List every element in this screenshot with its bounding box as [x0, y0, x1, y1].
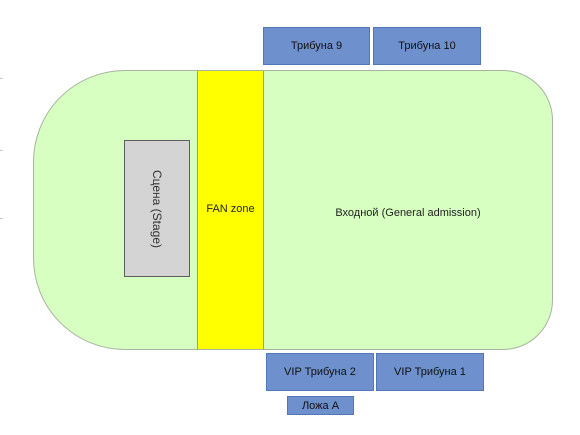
vip-stand-2[interactable]: VIP Трибуна 2 — [266, 353, 374, 391]
fan-zone-label: FAN zone — [206, 203, 255, 215]
vip-stand-1-label: VIP Трибуна 1 — [394, 366, 466, 378]
general-admission-label: Входной (General admission) — [335, 207, 481, 219]
general-admission-zone[interactable]: Входной (General admission) — [264, 207, 552, 219]
box-a[interactable]: Ложа A — [287, 396, 354, 415]
edge-tick — [0, 150, 3, 151]
stand-10[interactable]: Трибуна 10 — [373, 27, 481, 65]
stand-10-label: Трибуна 10 — [398, 40, 456, 52]
arena-floor: Сцена (Stage) FAN zone Входной (General … — [33, 70, 553, 350]
vip-stand-2-label: VIP Трибуна 2 — [284, 366, 356, 378]
box-a-label: Ложа A — [301, 399, 340, 412]
fan-zone[interactable]: FAN zone — [197, 71, 264, 349]
stage[interactable]: Сцена (Stage) — [124, 140, 190, 277]
stage-label: Сцена (Stage) — [150, 169, 164, 248]
edge-tick — [0, 78, 3, 79]
vip-stand-1[interactable]: VIP Трибуна 1 — [376, 353, 484, 391]
stand-9[interactable]: Трибуна 9 — [263, 27, 370, 65]
edge-tick — [0, 218, 3, 219]
stand-9-label: Трибуна 9 — [290, 40, 343, 52]
